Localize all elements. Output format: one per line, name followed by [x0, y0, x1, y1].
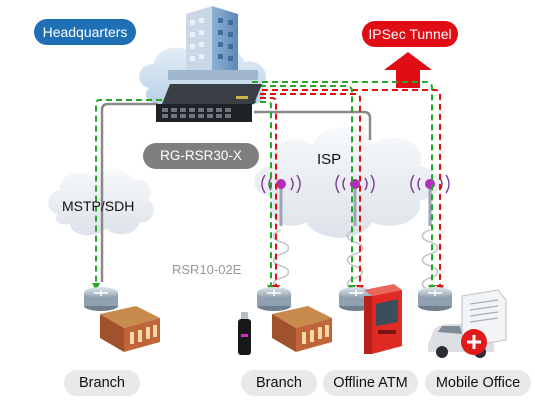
hq-router-model-label: RG-RSR30-X: [143, 143, 259, 169]
building-icon: [168, 6, 258, 80]
green-link-path: [95, 81, 433, 290]
offline-atm-label: Offline ATM: [323, 370, 418, 396]
wireless-tower-icon: [261, 174, 301, 226]
bank-building-icon: [272, 306, 332, 352]
atm-icon: [364, 284, 402, 354]
wan-link-label: MSTP/SDH: [62, 198, 135, 214]
router-icon: [418, 287, 452, 311]
branch-wan-label: Branch: [64, 370, 140, 396]
cloud-icon: [254, 127, 440, 238]
branch-router-model-label: RSR10-02E: [172, 262, 242, 277]
add-icon: [461, 329, 487, 355]
isp-label: ISP: [317, 151, 342, 168]
up-arrow-icon: [384, 52, 432, 88]
router-icon: [257, 287, 291, 311]
router-icon: [84, 287, 118, 311]
branch-vpn-label: Branch: [241, 370, 317, 396]
usb-modem-icon: [238, 312, 251, 355]
wireless-link: [272, 229, 439, 291]
core-router-icon: [156, 84, 262, 122]
ipsec-tunnel-path: [250, 89, 441, 290]
headquarters-badge: Headquarters: [34, 19, 136, 45]
mobile-office-label: Mobile Office: [425, 370, 531, 396]
wire: [100, 102, 372, 282]
bank-building-icon: [100, 306, 160, 352]
ipsec-tunnel-badge: IPSec Tunnel: [362, 21, 458, 47]
